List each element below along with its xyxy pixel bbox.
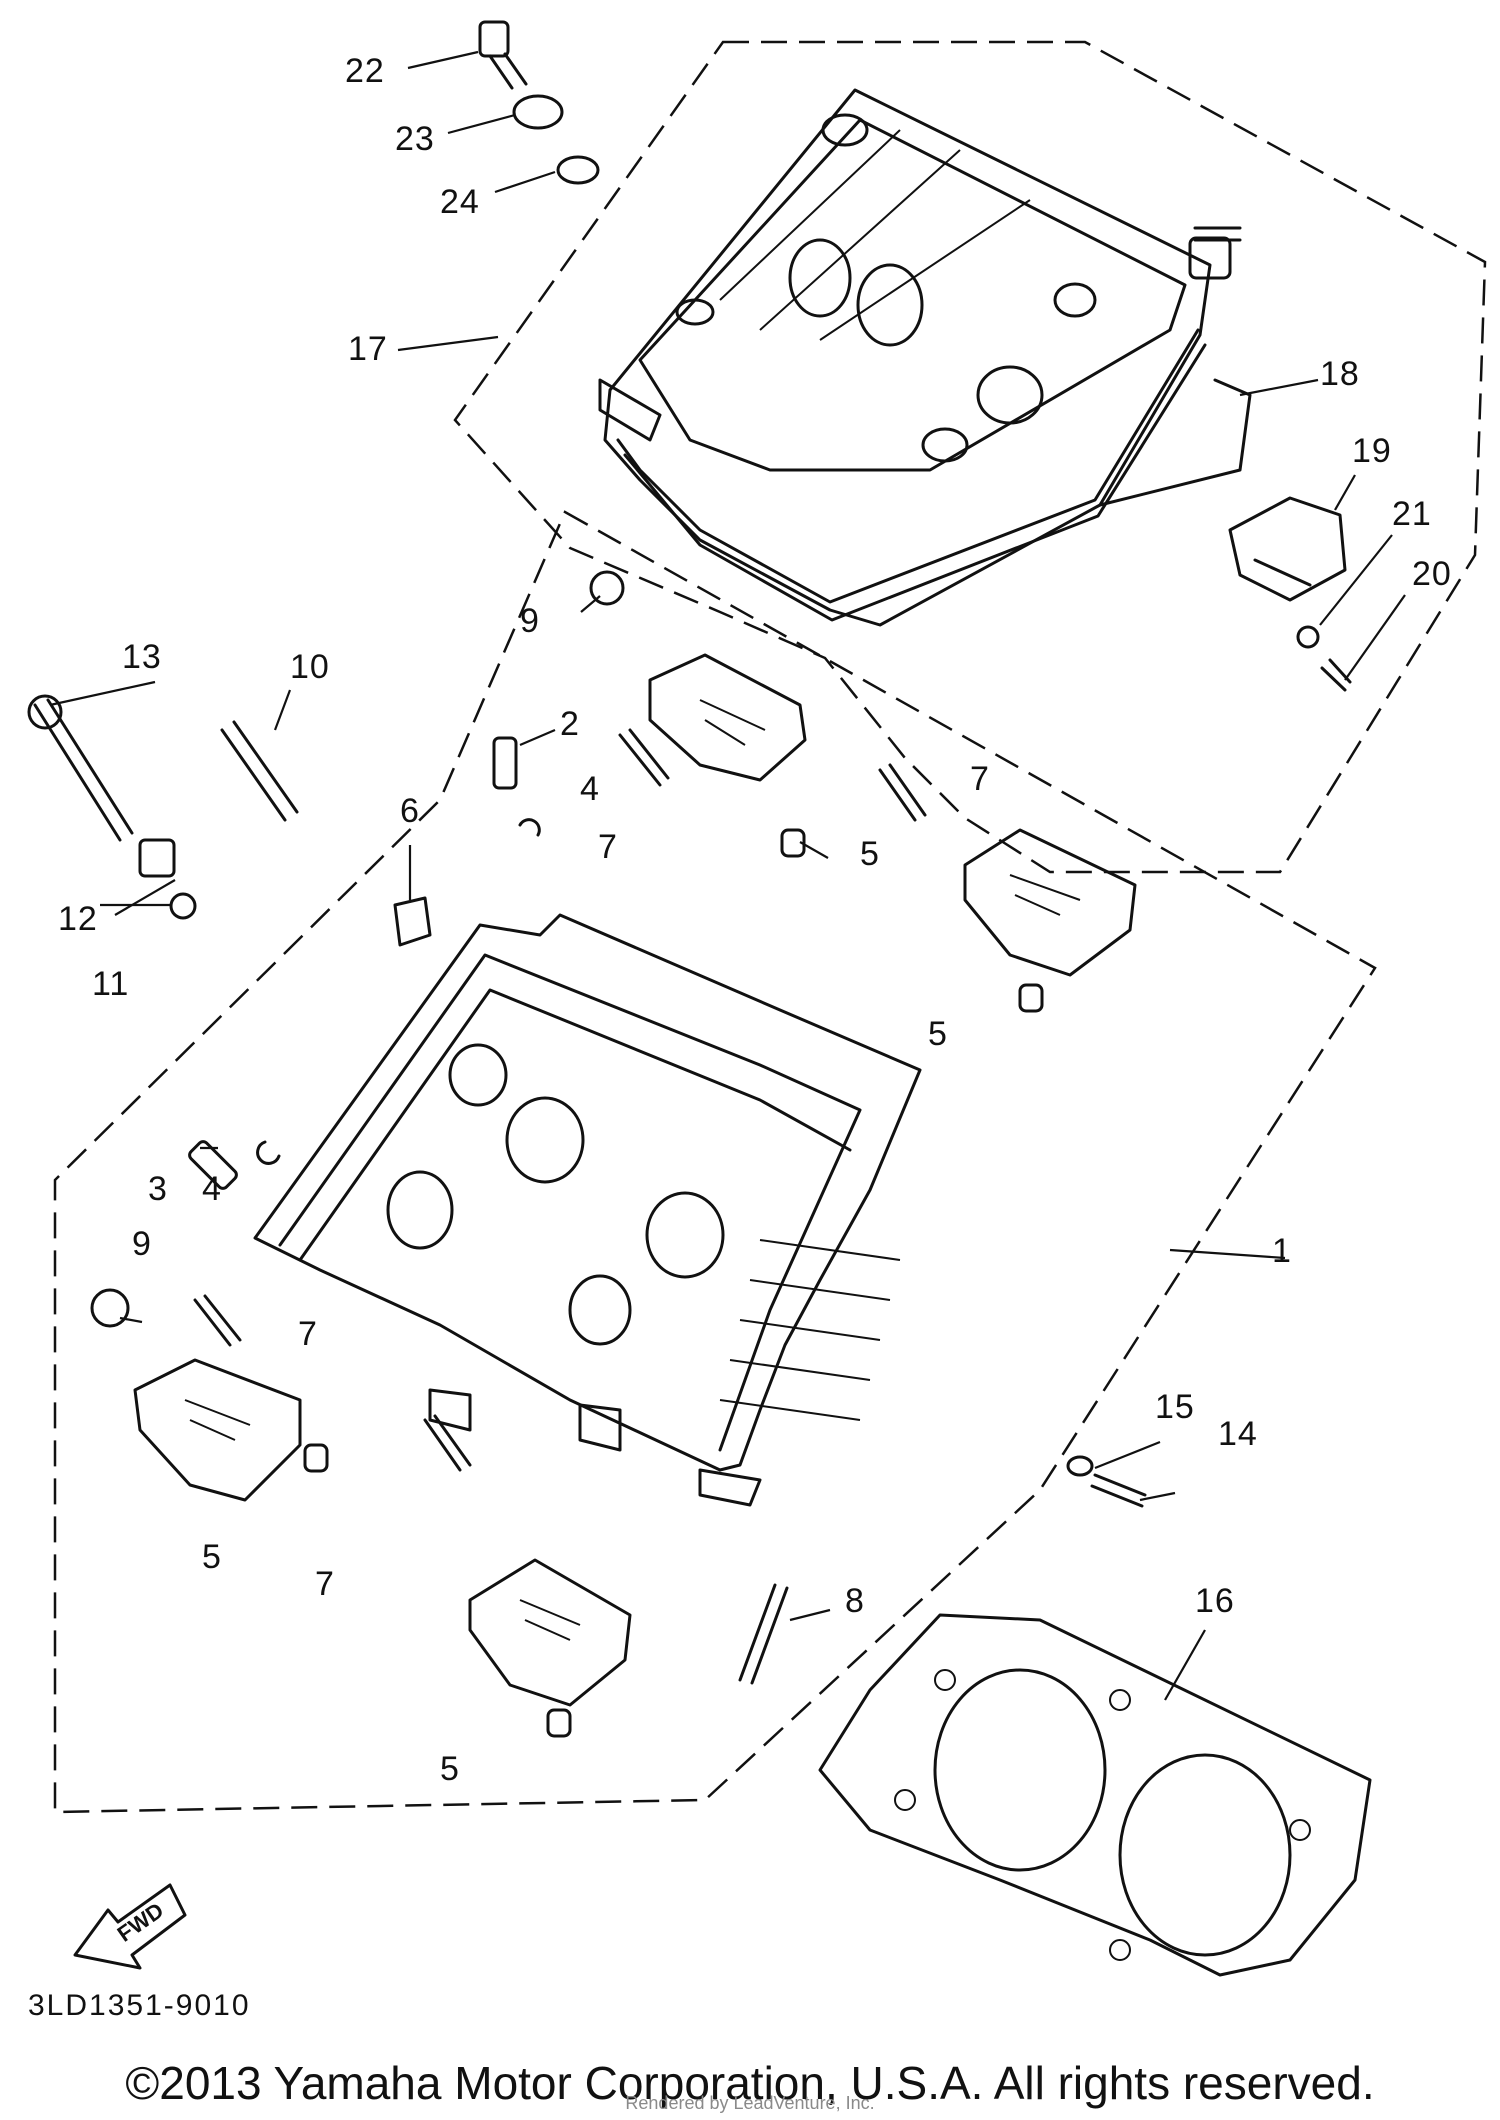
callout-17: 17 <box>348 330 388 368</box>
cylinder-head-cover <box>598 88 1242 627</box>
callout-6: 6 <box>400 792 420 830</box>
diagram-code: 3LD1351-9010 <box>28 1989 251 2022</box>
callout-7-top-left: 7 <box>598 828 618 866</box>
callout-8: 8 <box>845 1582 865 1620</box>
callout-16: 16 <box>1195 1582 1235 1620</box>
callout-5-top-right: 5 <box>928 1015 948 1053</box>
callout-3: 3 <box>148 1170 168 1208</box>
cylinder-head-cover-group-outline <box>453 40 1487 874</box>
callout-19: 19 <box>1352 432 1392 470</box>
callout-4-lower: 4 <box>202 1170 222 1208</box>
callout-21: 21 <box>1392 495 1432 533</box>
cylinder-head <box>253 913 922 1507</box>
breather-bolts <box>1296 625 1352 692</box>
callout-5-lower-left: 5 <box>202 1538 222 1576</box>
breather-cover <box>1228 496 1347 602</box>
callout-10: 10 <box>290 648 330 686</box>
callout-7-lower-left: 7 <box>298 1315 318 1353</box>
camshaft-caps <box>133 653 1137 1707</box>
callout-22: 22 <box>345 52 385 90</box>
callout-14: 14 <box>1218 1415 1258 1453</box>
forward-arrow: FWD <box>73 1883 187 1970</box>
callout-11: 11 <box>92 965 129 1003</box>
leader-lines <box>49 50 1406 1701</box>
callout-9-upper: 9 <box>520 602 540 640</box>
callout-2: 2 <box>560 705 580 743</box>
callout-18: 18 <box>1320 355 1360 393</box>
callout-5-top-left: 5 <box>860 835 880 873</box>
callout-4-upper: 4 <box>580 770 600 808</box>
callout-20: 20 <box>1412 555 1452 593</box>
cover-gasket <box>1098 378 1252 507</box>
callout-9-lower: 9 <box>132 1225 152 1263</box>
small-hardware <box>27 570 1147 1738</box>
cylinder-head-group-outline <box>53 510 1377 1814</box>
callout-1: 1 <box>1272 1232 1292 1270</box>
callout-5-bottom: 5 <box>440 1750 460 1788</box>
callout-7-lower-right: 7 <box>315 1565 335 1603</box>
cover-bolt-stack <box>478 20 600 185</box>
callout-24: 24 <box>440 183 480 221</box>
group-outlines <box>53 40 1487 1814</box>
callout-12: 12 <box>58 900 98 938</box>
head-gasket <box>818 1613 1372 1977</box>
callout-7-top-right: 7 <box>970 760 990 798</box>
callout-labels: 22 23 24 17 18 19 21 20 9 13 10 2 7 4 7 … <box>28 52 1452 2022</box>
callout-23: 23 <box>395 120 435 158</box>
callout-15: 15 <box>1155 1388 1195 1426</box>
copyright-notice: ©2013 Yamaha Motor Corporation, U.S.A. A… <box>125 2057 1375 2109</box>
rendered-by-watermark: Rendered by LeadVenture, Inc. <box>625 2093 875 2113</box>
callout-13: 13 <box>122 638 162 676</box>
